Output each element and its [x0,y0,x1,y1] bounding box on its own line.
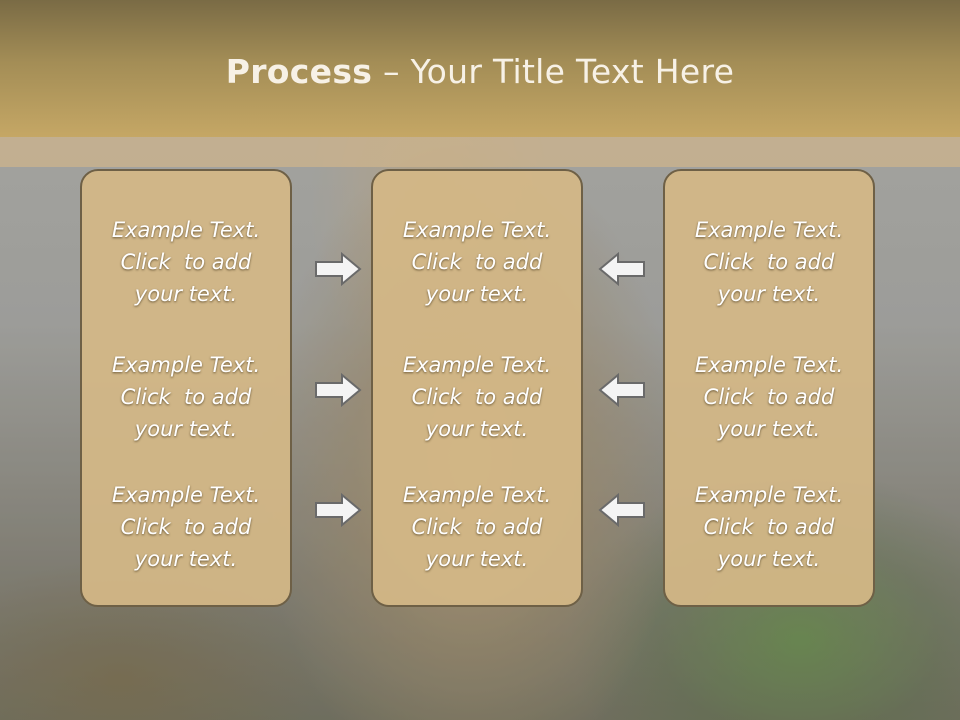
text-line: Example Text. [402,218,552,242]
text-line: Click to add [703,385,835,409]
text-line: Click to add [703,515,835,539]
process-box-left[interactable]: Example Text. Click to add your text. Ex… [80,169,292,607]
text-placeholder[interactable]: Example Text. Click to add your text. [665,349,873,445]
text-placeholder[interactable]: Example Text. Click to add your text. [373,349,581,445]
process-box-middle[interactable]: Example Text. Click to add your text. Ex… [371,169,583,607]
text-line: Example Text. [402,353,552,377]
text-placeholder[interactable]: Example Text. Click to add your text. [82,349,290,445]
text-line: your text. [425,547,529,571]
text-line: Example Text. [694,483,844,507]
text-line: Click to add [411,250,543,274]
arrow-left-icon [598,252,645,286]
text-line: Click to add [703,250,835,274]
text-placeholder[interactable]: Example Text. Click to add your text. [665,479,873,575]
text-line: Example Text. [694,218,844,242]
text-line: your text. [717,547,821,571]
text-placeholder[interactable]: Example Text. Click to add your text. [373,479,581,575]
title-bold: Process [225,52,373,91]
text-placeholder[interactable]: Example Text. Click to add your text. [373,214,581,310]
text-line: Click to add [411,385,543,409]
text-line: Click to add [120,250,252,274]
text-line: Example Text. [694,353,844,377]
process-box-right[interactable]: Example Text. Click to add your text. Ex… [663,169,875,607]
text-line: your text. [425,417,529,441]
slide-title[interactable]: Process – Your Title Text Here [0,52,960,91]
arrow-right-icon [315,252,362,286]
title-rest: – Your Title Text Here [372,52,735,91]
text-placeholder[interactable]: Example Text. Click to add your text. [82,214,290,310]
text-line: your text. [425,282,529,306]
text-line: your text. [134,547,238,571]
text-line: your text. [134,417,238,441]
text-line: Click to add [411,515,543,539]
text-line: Example Text. [111,353,261,377]
text-placeholder[interactable]: Example Text. Click to add your text. [665,214,873,310]
text-line: Example Text. [111,218,261,242]
text-line: your text. [134,282,238,306]
text-line: Click to add [120,385,252,409]
arrow-right-icon [315,373,362,407]
arrow-right-icon [315,493,362,527]
text-line: Example Text. [402,483,552,507]
arrow-left-icon [598,373,645,407]
arrow-left-icon [598,493,645,527]
text-line: your text. [717,282,821,306]
text-line: Click to add [120,515,252,539]
text-line: Example Text. [111,483,261,507]
text-line: your text. [717,417,821,441]
text-placeholder[interactable]: Example Text. Click to add your text. [82,479,290,575]
title-bar [0,0,960,137]
title-bar-strip [0,137,960,167]
